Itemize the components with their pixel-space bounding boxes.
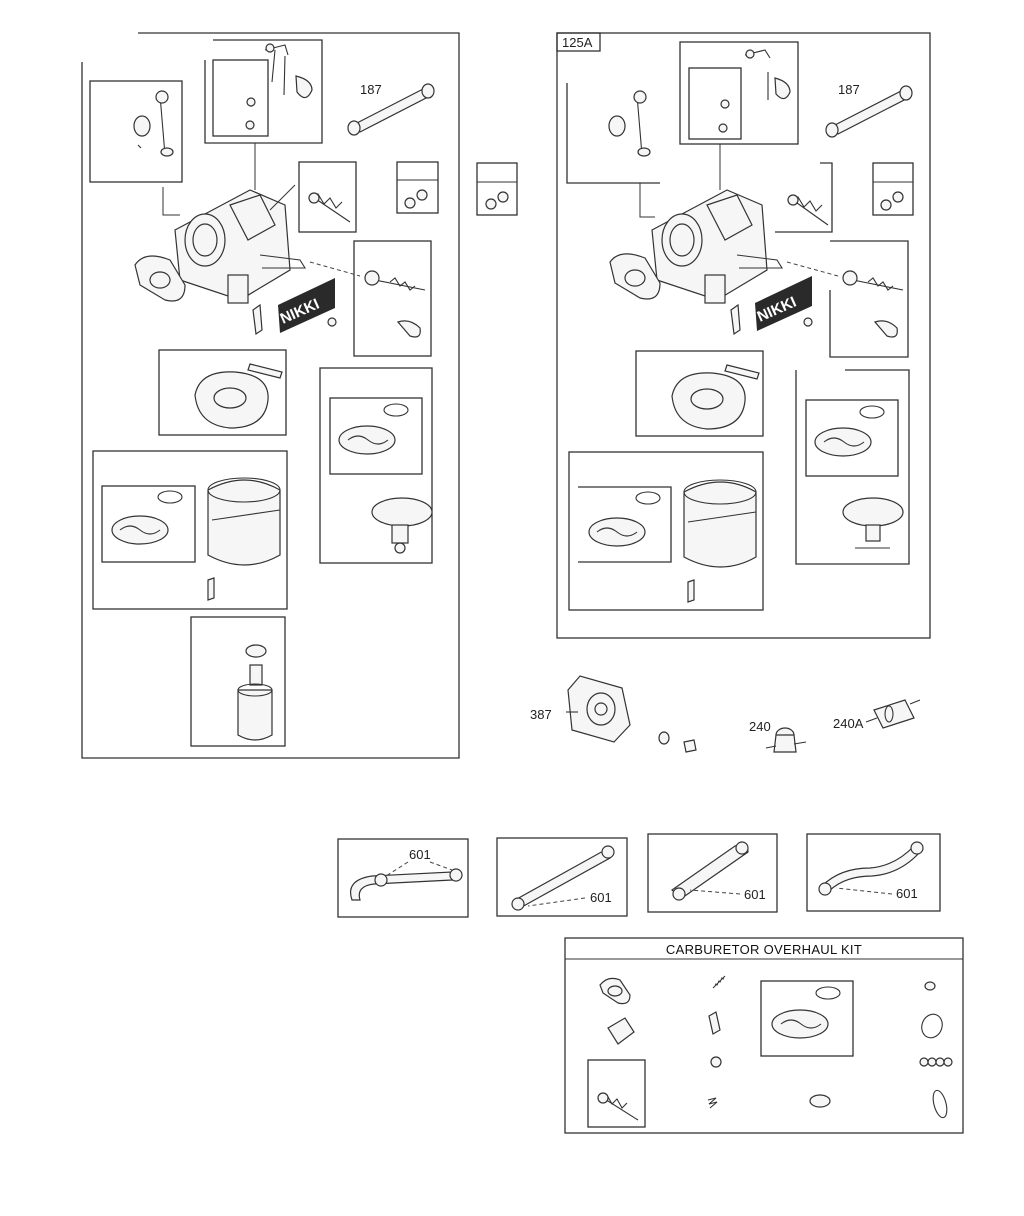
- fuel-line-clamp-box-1: 601: [337, 838, 469, 918]
- left-assembly-frame: [81, 32, 460, 759]
- main-jet-part: [309, 261, 426, 338]
- right-assembly-frame: [556, 32, 931, 639]
- carburetor-gasket-right: [609, 253, 661, 300]
- carburetor-overhaul-kit: CARBURETOR OVERHAUL KIT: [564, 937, 964, 1134]
- callout-601-2: 601: [590, 890, 612, 905]
- fuel-bowl-box-right: [568, 451, 764, 611]
- kit-screw-box: [587, 1059, 646, 1128]
- kit-oring-small: [809, 1094, 831, 1108]
- choke-shaft-box-right: [679, 41, 799, 145]
- throttle-shaft-part: [133, 90, 174, 157]
- main-jet-box-right: [829, 240, 909, 358]
- choke-shaft-box: [204, 39, 323, 144]
- fuel-bowl-box-left: [92, 450, 288, 610]
- variant-tag-box: [556, 32, 601, 52]
- choke-shaft-part: [245, 43, 313, 130]
- callout-187-right: 187: [838, 82, 860, 97]
- solenoid-box: [190, 616, 286, 747]
- throttle-shaft-box: [89, 80, 183, 183]
- fuel-bowl-part-right: [588, 479, 757, 603]
- kit-pin: [712, 975, 726, 989]
- carburetor-body-left: [162, 143, 306, 304]
- fuel-line-part-right: [825, 85, 913, 138]
- callout-601-4: 601: [896, 886, 918, 901]
- fuel-solenoid-part: [237, 644, 273, 741]
- fuel-bowl-part-left: [111, 477, 281, 601]
- fuel-line-clamp-box-2: 601: [496, 837, 628, 917]
- callout-601-3: 601: [744, 887, 766, 902]
- diaphragm-part-right: [814, 405, 904, 549]
- callout-601-1: 601: [409, 847, 431, 862]
- float-part-right: [671, 364, 760, 430]
- diaphragm-box-left: [319, 367, 433, 564]
- diaphragm-inner-box-right: [805, 399, 899, 477]
- throttle-shaft-box-right: [566, 83, 660, 184]
- kit-ring-1: [924, 981, 936, 991]
- float-pin-right: [730, 303, 813, 336]
- overhaul-kit-frame: [564, 937, 964, 1134]
- fuel-bowl-inner-box-left: [101, 485, 196, 563]
- callout-240: 240: [749, 719, 771, 734]
- callout-187-left: 187: [360, 82, 382, 97]
- small-parts-box-left: [396, 161, 439, 214]
- small-parts-middle: [476, 162, 518, 216]
- small-parts-left: [404, 189, 428, 209]
- throttle-shaft-part-right: [608, 90, 651, 157]
- callout-240a: 240A: [833, 716, 864, 731]
- diaphragm-part-left: [338, 403, 433, 554]
- kit-gasket-1: [599, 977, 631, 1005]
- overhaul-kit-title: CARBURETOR OVERHAUL KIT: [666, 942, 862, 957]
- callout-125a: 125A: [562, 35, 593, 50]
- choke-inner-box: [212, 59, 269, 137]
- idle-screw-part: [308, 192, 351, 223]
- kit-spring: [707, 1097, 718, 1109]
- fuel-line-clamp-box-3: 601: [647, 833, 778, 913]
- nikki-brand-label-right: NIKKI: [755, 276, 812, 331]
- small-parts-box-right: [872, 162, 914, 216]
- kit-oring-thin: [932, 1089, 948, 1119]
- float-box-right: [635, 350, 764, 437]
- kit-gasket-2: [607, 1017, 635, 1045]
- idle-screw-part-right: [787, 194, 829, 226]
- choke-shaft-part-right: [718, 49, 791, 133]
- callout-387: 387: [530, 707, 552, 722]
- fuel-filter-group: 240A: [833, 699, 921, 731]
- kit-oring-large: [921, 1013, 943, 1039]
- right-carburetor-assembly-125a: 125A 187: [556, 32, 931, 639]
- main-jet-part-right: [786, 261, 904, 338]
- fuel-line-part-left: [347, 83, 435, 136]
- carburetor-body-right: [639, 144, 783, 304]
- fuel-pump-part: [566, 675, 697, 753]
- diaphragm-inner-box-left: [329, 397, 423, 475]
- fuel-pump-group: 387: [530, 675, 697, 753]
- nikki-brand-label: NIKKI: [278, 278, 335, 333]
- choke-inner-box-right: [688, 67, 742, 140]
- fuel-filter-part: [865, 699, 921, 729]
- kit-washer-1: [710, 1056, 722, 1068]
- kit-jet: [708, 1011, 721, 1035]
- fuel-line-clamp-box-4: 601: [806, 833, 941, 912]
- kit-mixture-screw: [597, 1092, 639, 1121]
- float-pin-left: [252, 303, 337, 336]
- main-jet-box: [353, 240, 432, 357]
- kit-diaphragm-box: [760, 980, 854, 1057]
- carburetor-gasket-left: [134, 255, 186, 302]
- float-box-left: [158, 349, 287, 436]
- kit-seal-set: [919, 1057, 953, 1067]
- small-parts-box-middle: [476, 162, 518, 216]
- shutoff-valve-part: [765, 727, 807, 753]
- idle-screw-box-right: [775, 162, 833, 233]
- kit-diaphragm: [771, 986, 841, 1039]
- shutoff-valve-group: 240: [749, 719, 807, 753]
- fuel-bowl-inner-box-right: [578, 486, 672, 563]
- idle-screw-box: [298, 161, 357, 233]
- diaphragm-box-right: [795, 369, 910, 565]
- float-part-left: [194, 363, 283, 429]
- left-carburetor-assembly: 187: [81, 32, 460, 759]
